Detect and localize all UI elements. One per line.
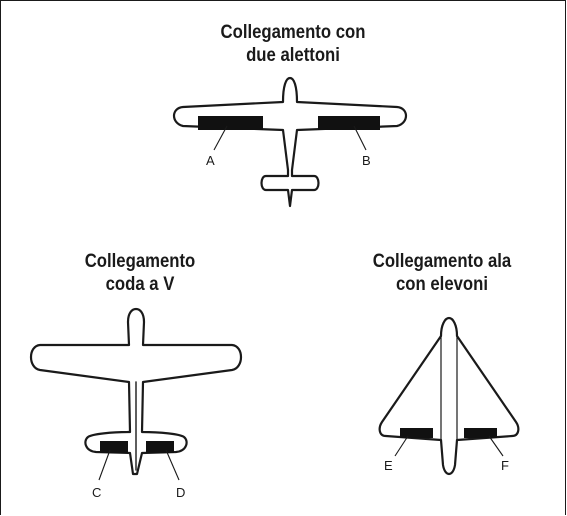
leader-line-a (213, 125, 228, 151)
title-line: con elevoni (396, 274, 488, 295)
title-line: Collegamento ala (372, 251, 512, 272)
aileron-left (198, 116, 263, 130)
label-b: B (362, 153, 371, 168)
title-line: coda a V (105, 274, 175, 295)
wing-fuselage-line (440, 335, 458, 441)
label-e: E (384, 458, 393, 473)
airplane-flying-wing (378, 316, 520, 476)
leader-line-f (488, 435, 504, 457)
aileron-right (318, 116, 380, 130)
leader-line-e (394, 435, 409, 457)
title-line: Collegamento con (220, 22, 366, 43)
leader-line-d (165, 449, 180, 481)
label-f: F (501, 458, 509, 473)
title-two-ailerons: Collegamento con due alettoni (196, 21, 390, 67)
airplane-two-ailerons (172, 76, 408, 208)
airplane-v-tail (29, 307, 243, 476)
leader-line-b (353, 125, 367, 151)
ruddervator-left (100, 441, 128, 453)
elevon-left (400, 428, 433, 438)
label-c: C (92, 485, 101, 500)
leader-line-c (98, 449, 111, 481)
title-line: due alettoni (246, 45, 340, 66)
title-v-tail: Collegamento coda a V (52, 250, 228, 296)
ruddervator-right (146, 441, 174, 453)
label-d: D (176, 485, 185, 500)
elevon-right (464, 428, 497, 438)
title-elevon-wing: Collegamento ala con elevoni (345, 250, 539, 296)
title-line: Collegamento (84, 251, 196, 272)
label-a: A (206, 153, 215, 168)
